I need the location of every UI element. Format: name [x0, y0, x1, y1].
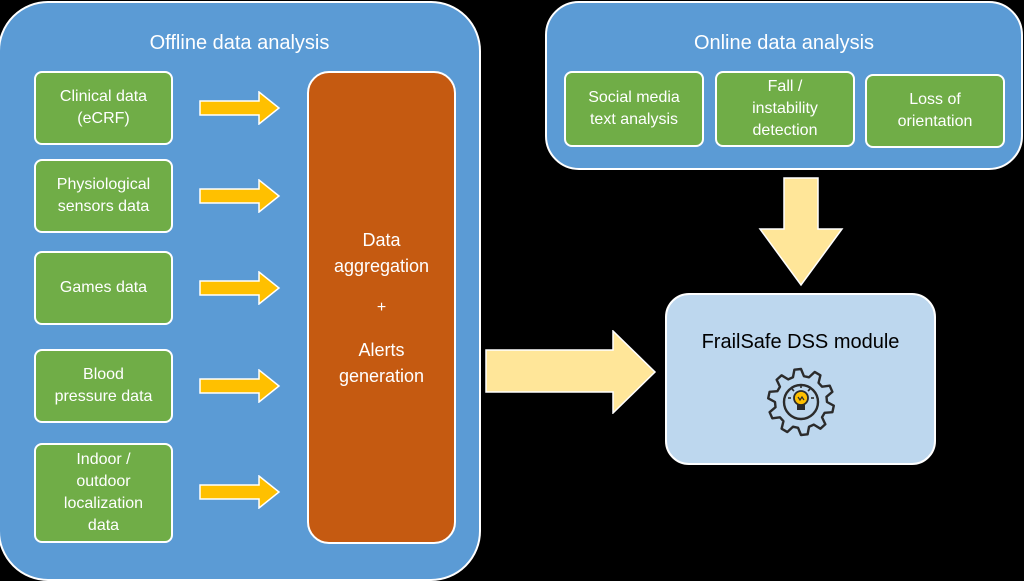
- module-label-fall-detection: Fall / instability detection: [752, 78, 818, 139]
- module-box-social-media: Social media text analysis: [564, 71, 704, 147]
- online-to-dss-arrow: [758, 177, 844, 287]
- dss-title: FrailSafe DSS module: [701, 331, 900, 353]
- source-label-physiological: Physiological sensors data: [56, 176, 151, 215]
- source-arrow-games: [199, 271, 281, 305]
- module-label-orientation: Loss of orientation: [897, 91, 973, 130]
- data-aggregation-box: Data aggregation + Alerts generation: [307, 71, 456, 544]
- source-label-blood-pressure: Blood pressure data: [54, 366, 153, 405]
- source-label-localization: Indoor / outdoor localization data: [63, 451, 144, 534]
- online-panel-title: Online data analysis: [693, 32, 875, 54]
- source-box-clinical: Clinical data (eCRF): [34, 71, 173, 145]
- source-arrow-clinical: [199, 91, 281, 125]
- aggregation-label: Data aggregation: [333, 229, 430, 276]
- module-box-orientation: Loss of orientation: [865, 74, 1005, 148]
- source-box-blood-pressure: Blood pressure data: [34, 349, 173, 423]
- alerts-generation-label: Alerts generation: [338, 339, 425, 386]
- module-box-fall-detection: Fall / instability detection: [715, 71, 855, 147]
- source-box-games: Games data: [34, 251, 173, 325]
- gear-lightbulb-icon: [767, 367, 835, 437]
- source-arrow-physiological: [199, 179, 281, 213]
- source-arrow-blood-pressure: [199, 369, 281, 403]
- offline-panel-title: Offline data analysis: [149, 32, 330, 54]
- source-box-physiological: Physiological sensors data: [34, 159, 173, 233]
- source-arrow-localization: [199, 475, 281, 509]
- source-label-clinical: Clinical data (eCRF): [59, 88, 148, 127]
- offline-to-dss-arrow: [485, 330, 657, 414]
- module-label-social-media: Social media text analysis: [588, 89, 680, 128]
- aggregation-plus: +: [376, 298, 387, 316]
- source-label-games: Games data: [59, 279, 148, 296]
- source-box-localization: Indoor / outdoor localization data: [34, 443, 173, 543]
- frailsafe-dss-module-box: FrailSafe DSS module: [665, 293, 936, 465]
